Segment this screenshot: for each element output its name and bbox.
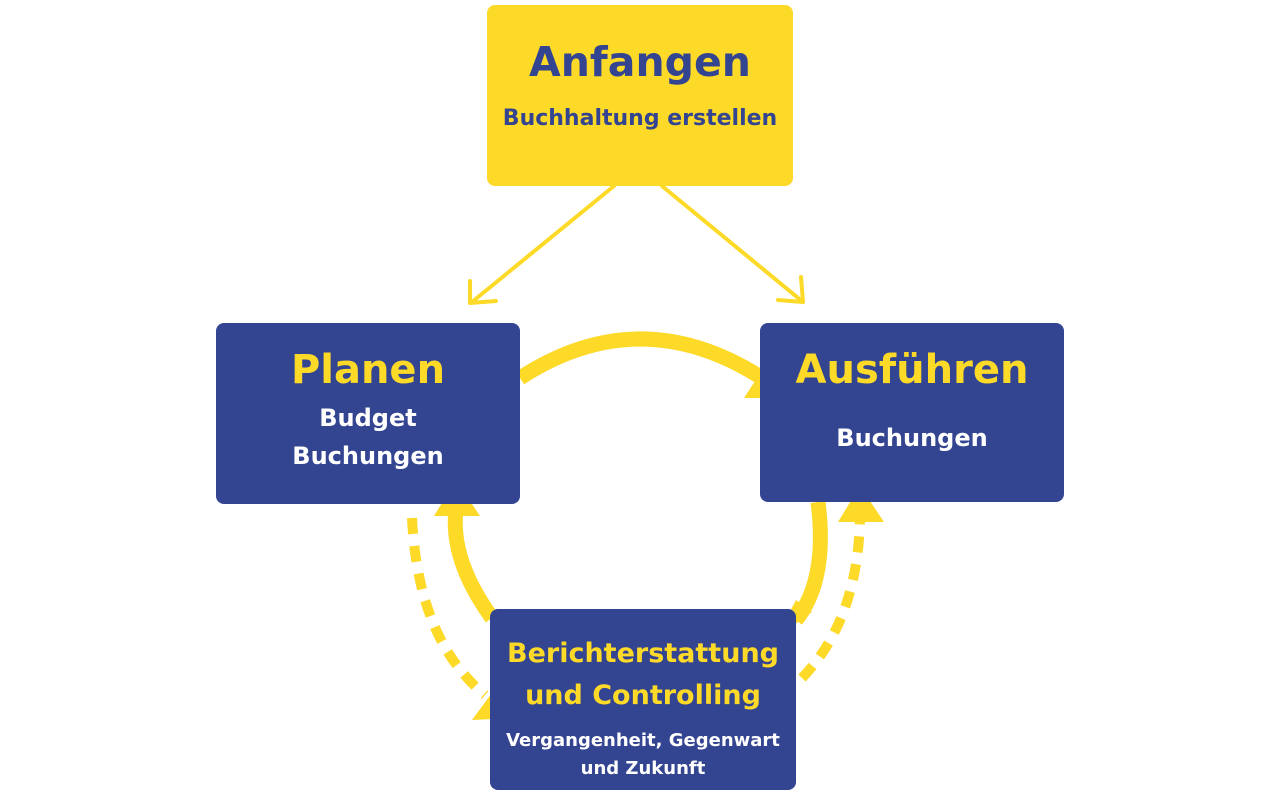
node-report-title: Berichterstattung und Controlling [507, 633, 779, 717]
arrowhead-start-to-plan [468, 279, 498, 305]
node-report-lines: Vergangenheit, Gegenwart und Zukunft [506, 727, 780, 783]
node-report: Berichterstattung und Controlling Vergan… [490, 609, 796, 790]
arrow-plan-to-execute [515, 331, 767, 385]
node-report-title-line-1: Berichterstattung [506, 638, 779, 669]
arrow-execute-to-report [789, 501, 828, 625]
dashed-arrow-plan-to-report [407, 517, 489, 699]
node-report-title-line-2: und Controlling [525, 680, 761, 711]
node-start-title: Anfangen [529, 38, 751, 86]
node-execute-line-1: Buchungen [836, 424, 988, 452]
arrow-report-to-plan [447, 509, 499, 623]
node-plan-line-1: Budget [319, 404, 417, 432]
arrow-start-to-plan [470, 184, 616, 304]
node-plan-title: Planen [290, 347, 446, 393]
dashed-arrow-report-to-execute [798, 517, 865, 682]
node-report-line-2: und Zukunft [580, 758, 706, 779]
node-execute: Ausführen Buchungen [760, 323, 1064, 502]
node-report-line-1: Vergangenheit, Gegenwart [506, 730, 780, 751]
node-execute-title: Ausführen [795, 347, 1029, 393]
node-plan-lines: Budget Buchungen [292, 399, 443, 475]
arrow-start-to-execute [660, 184, 805, 304]
arrowhead-start-to-execute [776, 275, 805, 304]
node-start-line-1: Buchhaltung erstellen [502, 106, 778, 131]
dashed-arrowhead-report-to-execute [838, 486, 884, 522]
node-plan-line-2: Buchungen [292, 442, 444, 470]
node-start: Anfangen Buchhaltung erstellen [487, 5, 793, 186]
node-plan: Planen Budget Buchungen [216, 323, 520, 504]
